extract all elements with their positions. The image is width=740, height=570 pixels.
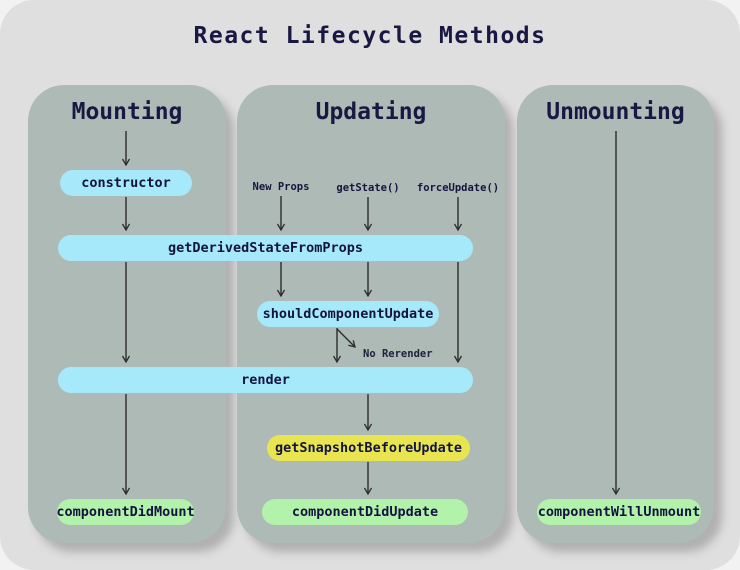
- trigger-new-props: New Props: [252, 181, 310, 193]
- node-componentdidupdate: componentDidUpdate: [262, 499, 468, 525]
- column-mounting-title: Mounting: [71, 99, 183, 125]
- column-updating-title: Updating: [315, 99, 427, 125]
- column-unmounting-title: Unmounting: [546, 99, 685, 125]
- column-unmounting: Unmounting: [517, 85, 714, 543]
- node-shouldcomponentupdate: shouldComponentUpdate: [257, 301, 439, 327]
- label-no-rerender: No Rerender: [363, 348, 433, 360]
- node-componentdidmount: componentDidMount: [56, 499, 195, 525]
- trigger-forceupdate: forceUpdate(): [416, 182, 500, 194]
- node-render: render: [58, 367, 473, 393]
- trigger-getstate: getState(): [336, 182, 400, 194]
- node-constructor: constructor: [60, 170, 192, 196]
- column-mounting: Mounting: [28, 85, 226, 543]
- node-getsnapshotbeforeupdate: getSnapshotBeforeUpdate: [267, 435, 470, 461]
- node-getderivedstatefromprops: getDerivedStateFromProps: [58, 235, 473, 261]
- diagram-title: React Lifecycle Methods: [193, 23, 547, 49]
- node-componentwillunmount: componentWillUnmount: [537, 499, 701, 525]
